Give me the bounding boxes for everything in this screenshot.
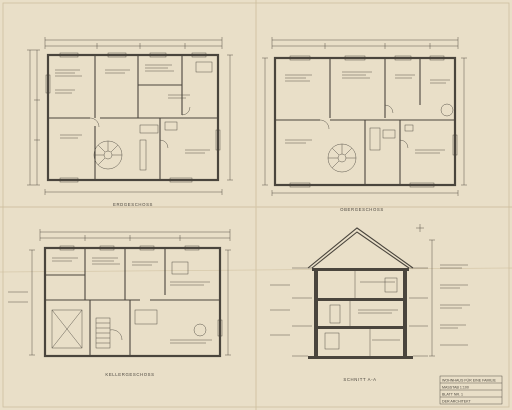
title-block-line-1: WOHNHAUS FÜR EINE FAMILIE xyxy=(442,379,497,383)
cellar-stair xyxy=(95,317,123,349)
cellar-fixtures xyxy=(134,261,207,337)
title-block-line-2: MASSTAB 1:100 xyxy=(442,386,469,390)
cellar-dimensions xyxy=(29,229,231,356)
cellar-plan: KELLERGESCHOSS xyxy=(8,229,231,377)
cellar-interior-walls xyxy=(45,248,220,356)
upper-floor-room-notes xyxy=(285,71,450,154)
upper-floor-dimensions xyxy=(262,37,467,196)
ground-floor-fixtures xyxy=(139,61,213,171)
cellar-title: KELLERGESCHOSS xyxy=(105,372,154,377)
ground-floor-spiral-stair xyxy=(93,140,123,170)
title-block-line-3: BLATT NR. 1 xyxy=(442,393,463,397)
section-floor-slabs xyxy=(308,268,413,359)
title-block-line-4: DER ARCHITEKT xyxy=(442,400,472,404)
ground-floor-doors xyxy=(89,106,191,149)
section-construction-notes xyxy=(270,264,470,346)
upper-floor-doors xyxy=(319,104,409,149)
upper-floor-spiral-stair xyxy=(327,143,357,173)
upper-floor-plan: OBERGESCHOSS xyxy=(262,37,467,212)
section-title: SCHNITT A-A xyxy=(343,377,376,382)
ground-floor-plan: ERDGESCHOSS xyxy=(27,37,233,207)
upper-floor-fixtures xyxy=(369,103,454,151)
cellar-outer-wall xyxy=(43,246,222,358)
cellar-windows xyxy=(59,245,223,337)
section-walls xyxy=(314,268,407,358)
section-a-a: SCHNITT A-A xyxy=(270,224,470,382)
ground-floor-windows xyxy=(45,52,221,183)
upper-floor-interior-walls xyxy=(275,58,455,185)
cellar-room-notes xyxy=(8,257,212,344)
upper-floor-windows xyxy=(289,55,458,188)
ground-floor-dimensions xyxy=(27,37,233,195)
cellar-storage-cross xyxy=(51,309,83,349)
section-interior xyxy=(324,271,400,356)
ground-floor-title: ERDGESCHOSS xyxy=(113,202,153,207)
ground-floor-room-notes xyxy=(55,64,210,154)
title-block: WOHNHAUS FÜR EINE FAMILIE MASSTAB 1:100 … xyxy=(439,375,503,405)
ground-floor-interior-walls xyxy=(48,55,218,180)
section-roof xyxy=(307,227,414,269)
upper-floor-title: OBERGESCHOSS xyxy=(340,207,384,212)
section-level-markers xyxy=(292,224,435,357)
